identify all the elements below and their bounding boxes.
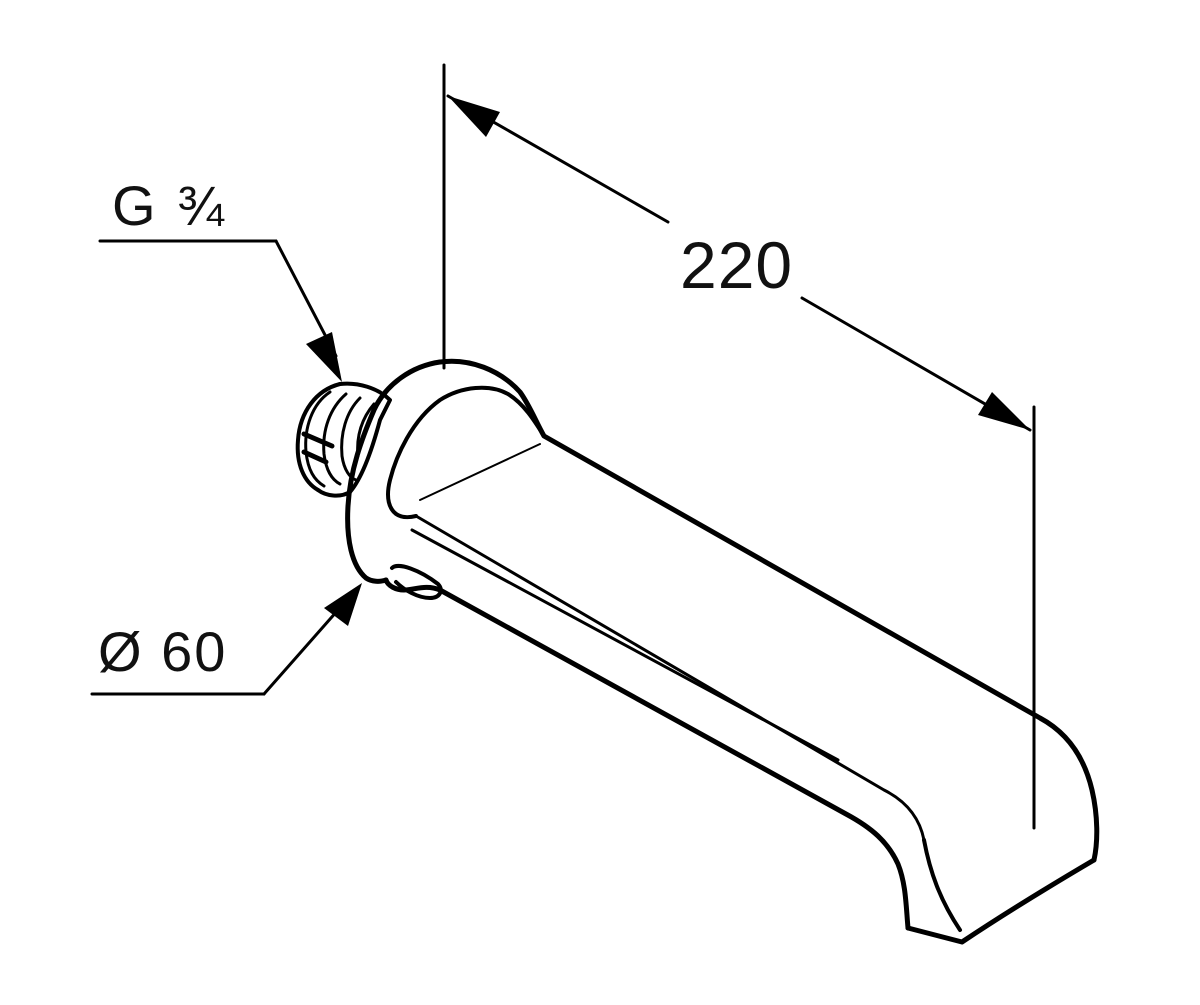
diameter-label: Ø 60 bbox=[98, 620, 228, 683]
spout-lower-panel-edge bbox=[410, 528, 840, 762]
connector-thread-2 bbox=[322, 392, 348, 486]
threaded-connector bbox=[295, 381, 392, 498]
spout-rosette-outline bbox=[345, 359, 443, 584]
dimension-arrow-left bbox=[448, 96, 500, 137]
connector-back-face bbox=[295, 382, 342, 492]
spout-underside-detail bbox=[390, 564, 443, 600]
spout-tip-inner-curve bbox=[922, 838, 962, 932]
spout-top-edge bbox=[437, 358, 1100, 863]
length-dimension-label: 220 bbox=[680, 228, 794, 302]
spout-bottom-edge bbox=[383, 577, 911, 931]
diameter-leader-line bbox=[262, 608, 340, 696]
dimension-arrow-right bbox=[978, 392, 1030, 430]
connector-body bbox=[316, 381, 392, 498]
thread-size-label: G ¾ bbox=[112, 174, 227, 237]
spout-top-face-inner bbox=[386, 385, 546, 520]
spout-top-crease bbox=[419, 443, 541, 501]
connector-slot bbox=[301, 431, 335, 465]
spout-tip-face bbox=[905, 857, 1097, 945]
length-dimension bbox=[442, 63, 1036, 830]
diameter-leader-arrow bbox=[324, 583, 362, 626]
diameter-leader bbox=[90, 583, 362, 696]
spout-body bbox=[345, 358, 1100, 945]
spout-side-face-edge bbox=[414, 514, 926, 842]
thread-leader-arrow bbox=[306, 332, 342, 382]
thread-leader bbox=[98, 239, 342, 382]
